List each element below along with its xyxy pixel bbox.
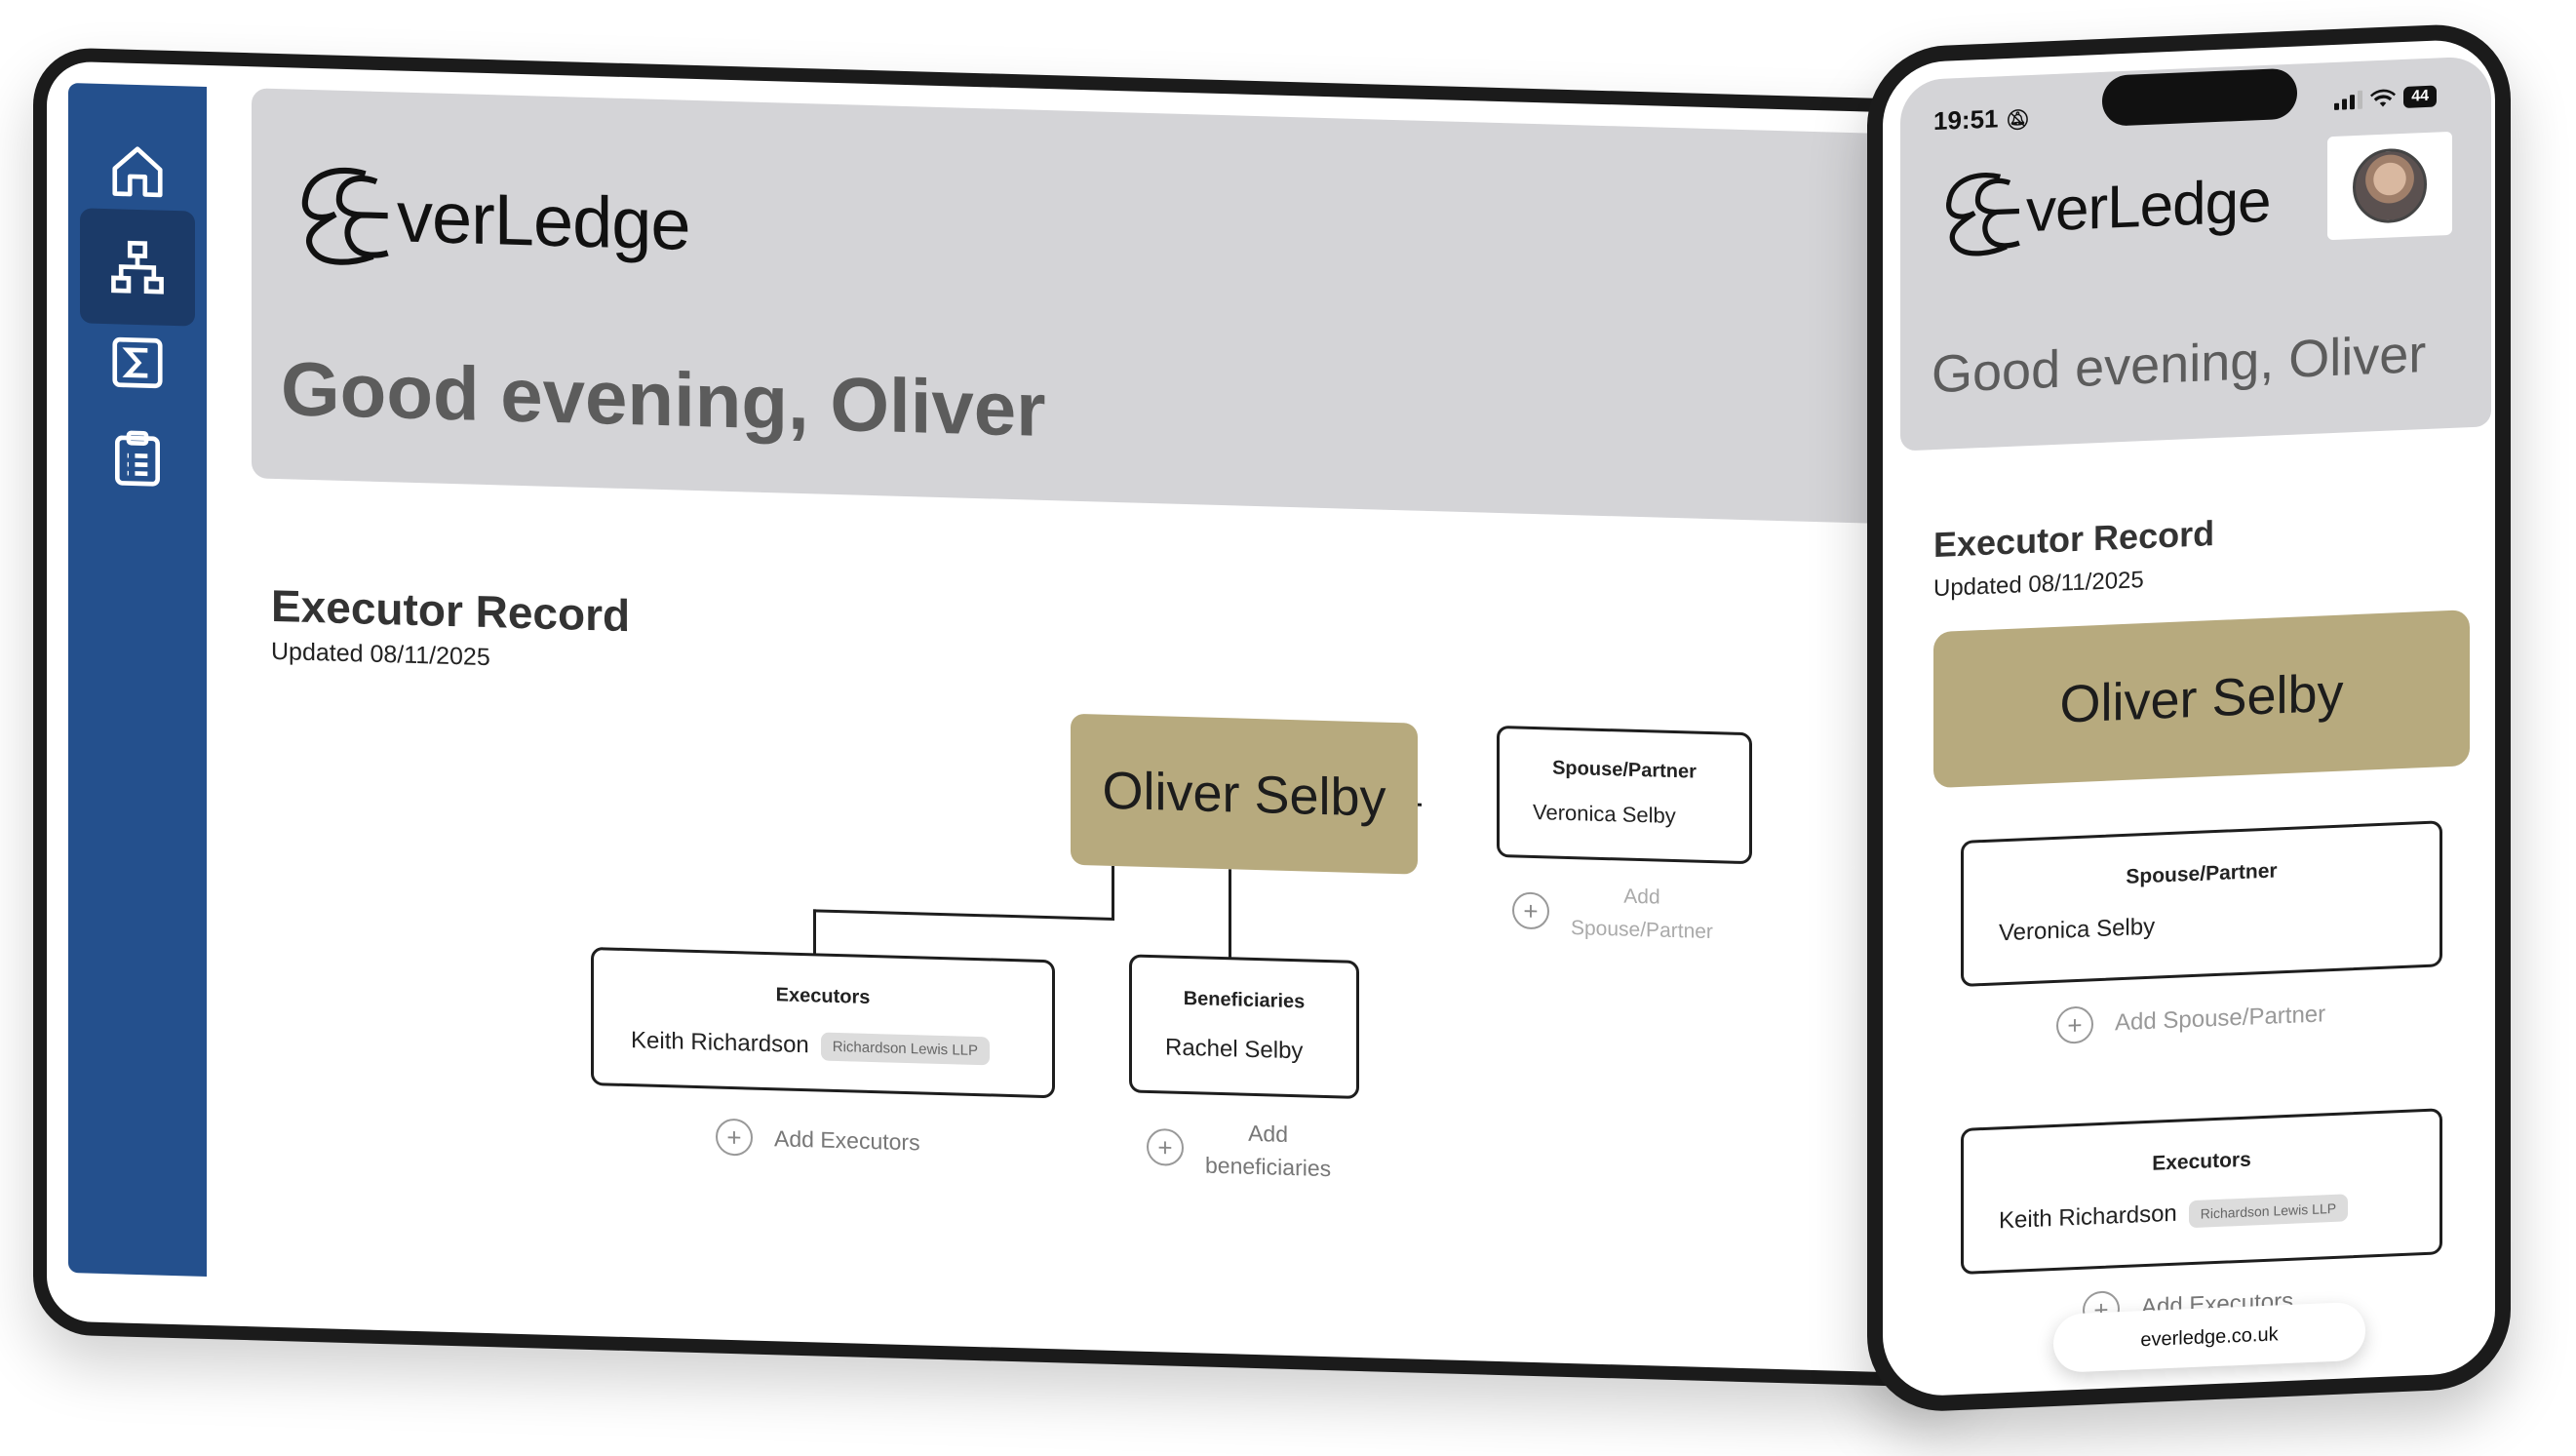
battery-indicator: 44	[2403, 85, 2437, 108]
phone-record-title: Executor Record	[1933, 513, 2215, 566]
phone-executors-node[interactable]: Executors Keith Richardson Richardson Lew…	[1961, 1108, 2442, 1275]
sigma-icon	[112, 336, 163, 389]
logo-mark-icon	[301, 167, 389, 265]
logo-wordmark: verLedge	[397, 175, 690, 265]
everledge-logo: verLedge	[291, 159, 690, 277]
phone-add-spouse-label: Add Spouse/Partner	[2115, 1001, 2326, 1037]
add-executors-label: Add Executors	[774, 1125, 920, 1156]
beneficiary-name: Rachel Selby	[1165, 1034, 1304, 1065]
phone-firm-badge: Richardson Lewis LLP	[2188, 1193, 2349, 1228]
sidebar-item-home[interactable]	[80, 112, 195, 230]
phone-add-spouse-button[interactable]: + Add Spouse/Partner	[2056, 996, 2325, 1044]
tablet-frame: verLedge Good evening, Oliver Executor R…	[33, 47, 1973, 1389]
logo-wordmark: verLedge	[2026, 167, 2271, 245]
connector-exec-v1	[1112, 865, 1114, 920]
executor-entry: Keith Richardson Richardson Lewis LLP	[631, 1027, 991, 1066]
plus-circle-icon: +	[1147, 1127, 1184, 1166]
root-person-node[interactable]: Oliver Selby	[1071, 713, 1418, 875]
signal-icon	[2334, 90, 2363, 110]
phone-executor-name: Keith Richardson	[1999, 1200, 2177, 1235]
executors-node-title: Executors	[775, 984, 871, 1008]
bell-off-icon: 🔕︎	[2005, 108, 2031, 133]
greeting: Good evening, Oliver	[281, 345, 1046, 453]
record-title: Executor Record	[271, 579, 631, 642]
connector-beneficiaries	[1229, 869, 1231, 963]
plus-circle-icon: +	[716, 1118, 753, 1157]
phone-frame: 19:51 🔕︎ 44 verLedge Good evening, Olive…	[1867, 21, 2511, 1415]
phone-spouse-title: Spouse/Partner	[2126, 859, 2278, 888]
sidebar-item-tree[interactable]	[80, 208, 195, 327]
dynamic-island	[2102, 67, 2297, 127]
plus-circle-icon: +	[1512, 891, 1549, 930]
clipboard-list-icon	[115, 430, 160, 487]
sidebar-item-summary[interactable]	[80, 303, 195, 421]
executors-node[interactable]: Executors Keith Richardson Richardson Lew…	[591, 946, 1055, 1099]
avatar	[2353, 146, 2427, 225]
phone-root-person-node[interactable]: Oliver Selby	[1933, 610, 2470, 789]
status-time: 19:51 🔕︎	[1933, 103, 2031, 137]
record-updated-date: Updated 08/11/2025	[271, 637, 490, 672]
logo-mark-icon	[1946, 173, 2020, 256]
org-chart-icon	[111, 240, 164, 295]
connector-exec-v2	[813, 909, 816, 957]
beneficiaries-node-title: Beneficiaries	[1183, 987, 1306, 1013]
sidebar-item-records[interactable]	[80, 399, 195, 517]
firm-badge: Richardson Lewis LLP	[820, 1032, 991, 1066]
phone-spouse-node[interactable]: Spouse/Partner Veronica Selby	[1961, 820, 2442, 987]
spouse-node-title: Spouse/Partner	[1552, 757, 1697, 783]
profile-avatar-button[interactable]	[2327, 131, 2452, 241]
wifi-icon	[2370, 89, 2397, 107]
plus-circle-icon: +	[2056, 1005, 2093, 1044]
spouse-name: Veronica Selby	[1533, 799, 1676, 829]
phone-everledge-logo: verLedge	[1936, 155, 2271, 260]
status-bar-icons: 44	[2334, 85, 2437, 111]
phone-executors-title: Executors	[2152, 1148, 2251, 1175]
home-icon	[112, 146, 163, 198]
add-executors-button[interactable]: + Add Executors	[716, 1118, 920, 1161]
executor-name: Keith Richardson	[631, 1027, 809, 1059]
phone-executor-entry: Keith Richardson Richardson Lewis LLP	[1999, 1193, 2349, 1236]
beneficiaries-node[interactable]: Beneficiaries Rachel Selby	[1129, 954, 1359, 1099]
sidebar	[68, 83, 207, 1277]
phone-spouse-name: Veronica Selby	[1999, 913, 2156, 947]
phone-record-updated-date: Updated 08/11/2025	[1933, 567, 2144, 603]
connector-exec-h	[813, 909, 1114, 921]
browser-url-pill[interactable]: everledge.co.uk	[2053, 1301, 2365, 1373]
spouse-node[interactable]: Spouse/Partner Veronica Selby	[1497, 725, 1752, 865]
hero-banner: verLedge Good evening, Oliver	[252, 88, 1973, 528]
